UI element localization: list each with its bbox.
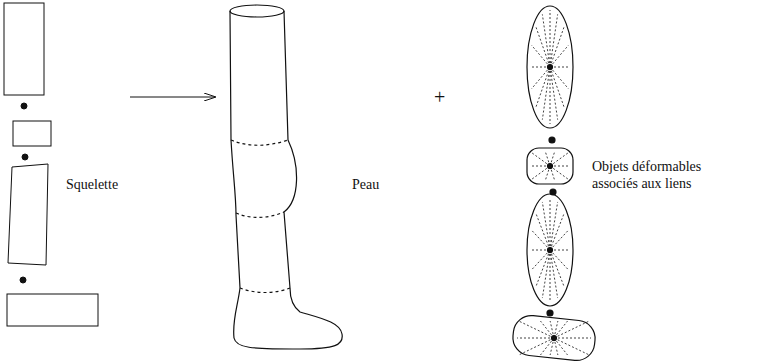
part-label: Squelette: [66, 176, 156, 193]
radial-line: [542, 202, 550, 250]
radial-line: [554, 338, 568, 355]
radial-line: [519, 338, 554, 355]
radial-line: [530, 250, 550, 251]
radial-line: [550, 198, 551, 250]
part-label: Peau: [352, 176, 412, 193]
radial-line: [530, 166, 550, 167]
radial-line: [550, 14, 558, 67]
radial-line: [550, 230, 568, 250]
radial-line: [550, 166, 570, 181]
radial-line: [536, 250, 550, 287]
radial-line: [536, 67, 550, 107]
radial-line: [550, 10, 551, 67]
radial-line: [550, 213, 564, 250]
radial-line: [519, 321, 554, 338]
radial-line: [554, 338, 589, 355]
radial-line: [554, 338, 591, 339]
radial-line: [554, 321, 568, 338]
radial-line: [550, 27, 564, 67]
radial-line: [550, 67, 564, 107]
radial-line: [550, 166, 555, 181]
radial-line: [550, 67, 568, 89]
radial-line: [545, 151, 550, 166]
radial-line: [554, 321, 589, 338]
radial-line: [542, 14, 550, 67]
radial-line: [517, 338, 554, 339]
radial-line: [554, 338, 558, 355]
radial-line: [550, 151, 570, 166]
radial-line: [530, 151, 550, 166]
radial-line: [550, 45, 568, 67]
radial-line: [550, 321, 554, 338]
radial-line: [530, 166, 550, 181]
radial-line: [550, 151, 555, 166]
radial-line: [550, 67, 551, 124]
radial-line: [542, 67, 550, 120]
radial-line: [550, 250, 564, 287]
radial-line: [536, 213, 550, 250]
radial-line: [532, 45, 550, 67]
radial-line: [550, 67, 558, 120]
radial-line: [540, 321, 554, 338]
transform-arrow: [130, 97, 215, 98]
radial-line: [530, 67, 550, 68]
part-label: Objets déformables associés aux liens: [592, 158, 727, 192]
radial-line: [550, 250, 558, 298]
skeleton: [4, 3, 98, 326]
radial-line: [536, 27, 550, 67]
plus-sign: +: [434, 86, 454, 108]
skin-leg: [230, 5, 342, 349]
deformable-objects: [511, 6, 597, 362]
radial-line: [550, 250, 570, 251]
radial-line: [540, 338, 554, 355]
radial-line: [550, 250, 551, 302]
radial-line: [545, 166, 550, 181]
radial-line: [532, 67, 550, 89]
radial-line: [554, 321, 558, 338]
radial-line: [550, 166, 570, 167]
radial-line: [532, 250, 550, 270]
radial-line: [550, 67, 570, 68]
radial-line: [550, 338, 554, 355]
